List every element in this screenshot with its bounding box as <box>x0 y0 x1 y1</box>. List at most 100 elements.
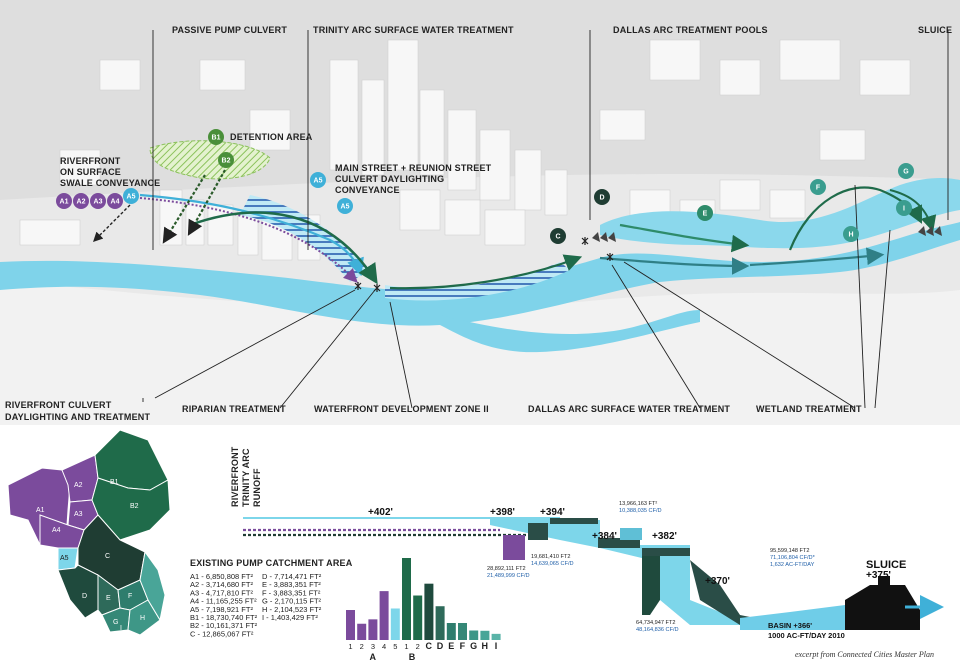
legend-entry: G - 2,170,115 FT² <box>262 597 322 606</box>
legend-entry: F - 3,883,351 FT² <box>262 588 321 597</box>
label-dallas-arc-pools: DALLAS ARC TREATMENT POOLS <box>613 25 768 35</box>
sluice-flow-arrow <box>889 189 937 232</box>
green-flow-arrow <box>189 211 378 285</box>
marker-a1 <box>56 193 72 209</box>
vertical-label-runoff: RUNOFF <box>252 468 262 507</box>
basin-rate: 1000 AC-FT/DAY 2010 <box>768 631 845 640</box>
marker-b1 <box>208 129 224 145</box>
elevation-375: +375' <box>866 570 891 581</box>
marker-c-label: C <box>555 234 560 241</box>
marker-c <box>550 228 566 244</box>
vertical-label-trinity-arc: TRINITY ARC <box>241 448 251 507</box>
zone-i <box>139 550 166 622</box>
bar-tick-label: 1 <box>404 642 408 651</box>
label-riverfront-culvert-line2: DAYLIGHTING AND TREATMENT <box>5 412 150 422</box>
elevation-370: +370' <box>705 576 730 587</box>
marker-a5-culvert <box>337 198 353 214</box>
sluice-gate <box>878 576 890 585</box>
label-dallas-surface-treatment: DALLAS ARC SURFACE WATER TREATMENT <box>528 404 730 414</box>
bar-tick-label: 2 <box>360 642 364 651</box>
stage-upper-step <box>550 518 598 524</box>
label-sluice: SLUICE <box>918 25 952 35</box>
zone-e-label: E <box>106 595 111 602</box>
profile-sluice-label: SLUICE <box>866 559 906 571</box>
label-wetland-treatment: WETLAND TREATMENT <box>756 404 862 414</box>
leader-lines <box>142 30 949 409</box>
marker-a5-main-label: A5 <box>314 178 323 185</box>
pool-gate-icon <box>592 232 616 242</box>
bar-a2 <box>357 623 367 640</box>
bar-f <box>458 622 467 640</box>
map-labels: PASSIVE PUMP CULVERT TRINITY ARC SURFACE… <box>5 25 952 422</box>
legend-entry: C - 12,865,067 FT² <box>190 629 254 638</box>
legend-entry: H - 2,104,523 FT² <box>262 605 322 614</box>
bar-a1 <box>346 610 355 640</box>
label-riverfront-swale-line3: SWALE CONVEYANCE <box>60 178 160 188</box>
stage-riverfront-block <box>528 523 548 540</box>
marker-a3-label: A3 <box>94 199 103 206</box>
marker-e-label: E <box>703 211 708 218</box>
legend-title: EXISTING PUMP CATCHMENT AREA <box>190 558 353 568</box>
bar-g <box>469 630 479 640</box>
bar-group-label: G <box>470 641 477 651</box>
detention-dash-arrow-2 <box>187 169 226 236</box>
stage-mid-step <box>598 538 640 548</box>
elevation-394: +394' <box>540 507 565 518</box>
label-riverfront-swale-line1: RIVERFRONT <box>60 156 121 166</box>
zone-d-label: D <box>82 593 87 600</box>
basin-elevation: BASIN +366' <box>768 621 812 630</box>
marker-f-label: F <box>816 185 821 192</box>
bar-i <box>491 633 501 640</box>
stat-pool-area: 13,966,163 FT² <box>619 501 657 507</box>
stat-total-area: 95,599,148 FT2 <box>770 548 810 554</box>
profile-water-light <box>490 517 740 625</box>
marker-h <box>843 226 859 242</box>
label-detention-area: DETENTION AREA <box>230 132 313 142</box>
legend-entry: B1 - 18,730,740 FT² <box>190 613 258 622</box>
zone-a4-label: A4 <box>52 527 61 534</box>
legend-entry: A2 - 3,714,680 FT² <box>190 580 253 589</box>
main-street-culvert-hatch <box>240 195 370 282</box>
stat-riverfront-area: 19,681,410 FT2 <box>531 554 571 560</box>
stat-total-flow: 71,106,804 CF/D* <box>770 555 816 561</box>
legend-entry: B2 - 10,161,371 FT² <box>190 621 258 630</box>
marker-a4 <box>107 193 123 209</box>
stat-total-acft: 1,632 AC-FT/DAY <box>770 562 815 568</box>
swale-dash-arrow <box>93 204 131 242</box>
marker-f <box>810 179 826 195</box>
marker-d <box>594 189 610 205</box>
stage-channel <box>690 560 755 625</box>
bar-tick-label: 4 <box>382 642 386 651</box>
stat-trinity-area: 28,892,111 FT2 <box>487 566 526 572</box>
marker-a2 <box>73 193 89 209</box>
bar-group-label: I <box>495 641 498 651</box>
bar-b1 <box>402 558 411 640</box>
label-riparian-treatment: RIPARIAN TREATMENT <box>182 404 286 414</box>
zone-h-label: H <box>140 615 145 622</box>
marker-a5-swale <box>123 188 139 204</box>
label-riverfront-swale-line2: ON SURFACE <box>60 167 121 177</box>
bar-d <box>435 606 445 640</box>
zone-h <box>127 599 161 636</box>
zone-b1-label: B1 <box>110 479 119 486</box>
bar-tick-label: 1 <box>348 642 352 651</box>
elevation-398: +398' <box>490 507 515 518</box>
riverfront-flow-line <box>243 517 493 519</box>
swale-flow-arrow <box>139 193 364 277</box>
river-branch <box>440 310 700 353</box>
stat-riverfront-flow: 14,639,065 CF/D <box>531 561 574 567</box>
source-credit: excerpt from Connected Cities Master Pla… <box>795 650 934 659</box>
sluice-embankment <box>845 585 920 630</box>
label-main-street-line2: CULVERT DAYLIGHTING <box>335 174 444 184</box>
bar-group-label: D <box>437 641 444 651</box>
zone-g-label: G <box>113 619 118 626</box>
bar-a3 <box>368 619 378 640</box>
marker-e <box>697 205 713 221</box>
marker-b2 <box>218 152 234 168</box>
label-waterfront-zone: WATERFRONT DEVELOPMENT ZONE II <box>314 404 489 414</box>
legend-entry: D - 7,714,471 FT² <box>262 572 322 581</box>
elevation-402: +402' <box>368 507 393 518</box>
legend-entry: A3 - 4,717,810 FT² <box>190 588 253 597</box>
stage-trinity-block <box>503 535 525 560</box>
